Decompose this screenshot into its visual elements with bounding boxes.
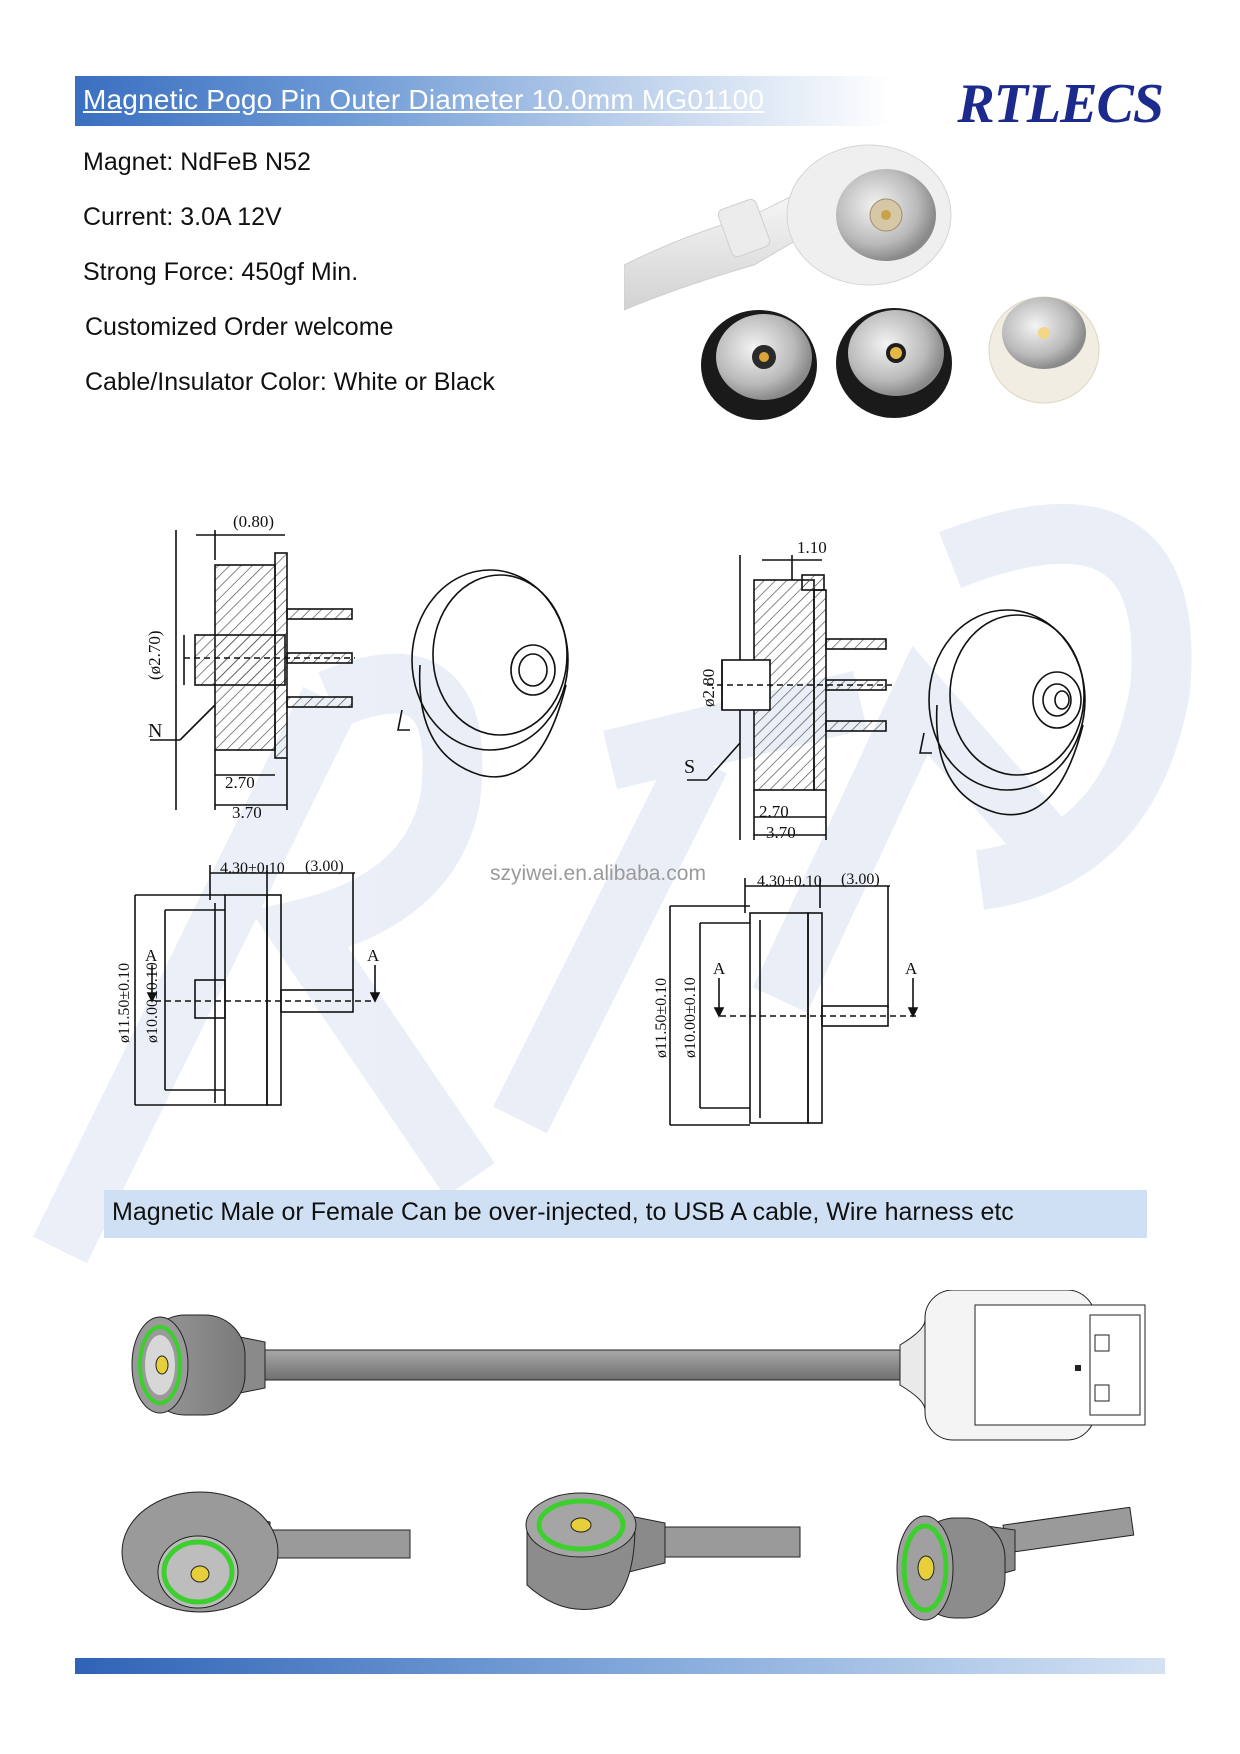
svg-text:(3.00): (3.00)	[305, 858, 344, 875]
drawing-male-side: 4.30±0.10 (3.00) ø11.50±0.10 ø10.00±0.10…	[116, 858, 381, 1106]
svg-text:(3.00): (3.00)	[841, 871, 880, 888]
spec-magnet: Magnet: NdFeB N52	[83, 148, 311, 176]
drawing-male-section: (0.80) (ø2.70) N 2.70 3.70	[145, 512, 569, 822]
title-bar: Magnetic Pogo Pin Outer Diameter 10.0mm …	[75, 73, 1165, 135]
spec-customized: Customized Order welcome	[85, 313, 394, 341]
svg-text:ø11.50±0.10: ø11.50±0.10	[655, 978, 670, 1058]
url-watermark: szyiwei.en.alibaba.com	[490, 862, 706, 885]
spec-current: Current: 3.0A 12V	[83, 203, 282, 231]
svg-text:(0.80): (0.80)	[233, 512, 274, 531]
svg-text:4.30±0.10: 4.30±0.10	[220, 860, 285, 877]
banner-text: Magnetic Male or Female Can be over-inje…	[112, 1198, 1014, 1226]
svg-text:A: A	[145, 946, 158, 965]
svg-text:ø10.00±0.10: ø10.00±0.10	[144, 962, 161, 1043]
svg-text:2.70: 2.70	[759, 802, 789, 821]
page-title: Magnetic Pogo Pin Outer Diameter 10.0mm …	[83, 84, 765, 115]
usb-cable-render	[131, 1290, 1146, 1441]
svg-text:A: A	[713, 959, 726, 978]
svg-text:3.70: 3.70	[232, 803, 262, 822]
svg-text:ø10.00±0.10: ø10.00±0.10	[682, 977, 699, 1058]
spec-color: Cable/Insulator Color: White or Black	[85, 368, 495, 396]
spec-force: Strong Force: 450gf Min.	[83, 258, 359, 286]
svg-text:3.70: 3.70	[766, 823, 796, 842]
svg-text:2.70: 2.70	[225, 773, 255, 792]
product-photo	[624, 144, 1100, 420]
render-angled-left	[121, 1491, 411, 1613]
svg-text:ø11.50±0.10: ø11.50±0.10	[116, 963, 133, 1043]
svg-text:A: A	[905, 959, 918, 978]
render-angled-center	[525, 1492, 801, 1610]
drawing-female-side: 4.30±0.10 (3.00) ø11.50±0.10 ø10.00±0.10…	[655, 871, 919, 1126]
render-angled-right	[896, 1506, 1135, 1621]
svg-text:A: A	[367, 946, 380, 965]
svg-text:S: S	[684, 756, 695, 778]
svg-text:N: N	[148, 720, 162, 742]
footer-bar	[75, 1658, 1165, 1674]
svg-text:1.10: 1.10	[797, 538, 827, 557]
svg-text:ø2.80: ø2.80	[699, 669, 718, 707]
brand-logo: RTLECS	[957, 73, 1164, 135]
info-banner: Magnetic Male or Female Can be over-inje…	[104, 1190, 1147, 1238]
svg-text:(ø2.70): (ø2.70)	[145, 630, 164, 680]
svg-text:4.30±0.10: 4.30±0.10	[757, 873, 822, 890]
drawing-female-section: 1.10 ø2.80 S 2.70 3.70	[684, 538, 1086, 842]
